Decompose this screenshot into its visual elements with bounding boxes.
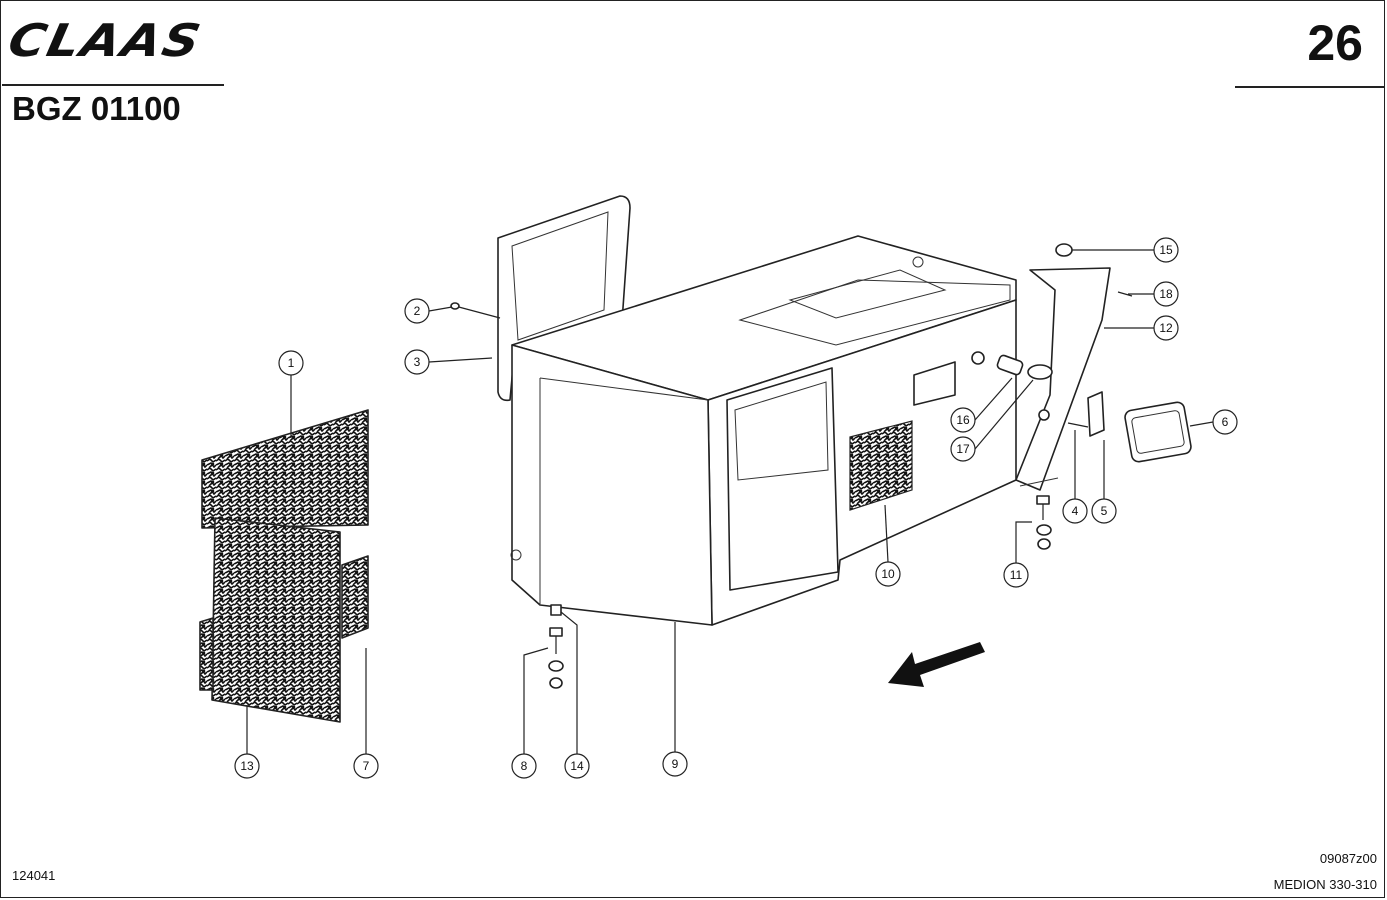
svg-text:7: 7 — [363, 759, 370, 773]
drawing-number: 124041 — [12, 868, 56, 883]
header-rule-left — [2, 84, 224, 86]
svg-text:11: 11 — [1010, 568, 1023, 582]
svg-text:17: 17 — [956, 442, 970, 456]
svg-text:15: 15 — [1159, 243, 1173, 257]
callout-9: 9 — [662, 751, 688, 777]
callout-17: 17 — [950, 436, 976, 462]
callout-16: 16 — [950, 407, 976, 433]
svg-text:1: 1 — [288, 356, 295, 370]
callout-15: 15 — [1153, 237, 1179, 263]
callout-10: 10 — [875, 561, 901, 587]
callout-3: 3 — [404, 349, 430, 375]
svg-text:5: 5 — [1101, 504, 1108, 518]
svg-text:4: 4 — [1072, 504, 1079, 518]
work-lamp — [1124, 401, 1192, 463]
document-code: BGZ 01100 — [12, 90, 181, 127]
svg-text:8: 8 — [521, 759, 528, 773]
svg-text:10: 10 — [881, 567, 895, 581]
svg-text:16: 16 — [956, 413, 970, 427]
lamp-bracket — [1087, 391, 1105, 437]
svg-text:2: 2 — [414, 304, 421, 318]
callout-14: 14 — [564, 753, 590, 779]
callout-1: 1 — [278, 350, 304, 376]
model-name: MEDION 330-310 — [1273, 877, 1377, 892]
svg-text:18: 18 — [1159, 287, 1173, 301]
page-number: 26 — [1307, 15, 1363, 71]
side-plate — [1015, 267, 1111, 491]
callout-11: 11 — [1003, 562, 1029, 588]
svg-text:13: 13 — [240, 759, 254, 773]
housing-body — [510, 235, 1017, 626]
callout-5: 5 — [1091, 498, 1117, 524]
svg-text:12: 12 — [1159, 321, 1173, 335]
callout-18: 18 — [1153, 281, 1179, 307]
svg-text:3: 3 — [414, 355, 421, 369]
callout-12: 12 — [1153, 315, 1179, 341]
callout-4: 4 — [1062, 498, 1088, 524]
lock-cylinder — [971, 351, 1053, 380]
insulation-mat-side — [341, 555, 369, 639]
callout-7: 7 — [353, 753, 379, 779]
insulation-mat-lower — [199, 517, 341, 723]
header-rule-right — [1235, 86, 1385, 88]
insulation-mat-upper — [201, 409, 369, 529]
leader-lines — [246, 249, 1214, 754]
callout-2: 2 — [404, 298, 430, 324]
svg-text:14: 14 — [570, 759, 584, 773]
svg-text:9: 9 — [672, 757, 679, 771]
fastener-screws — [450, 243, 1133, 689]
callout-8: 8 — [511, 753, 537, 779]
callout-6: 6 — [1212, 409, 1238, 435]
direction-arrow — [888, 642, 985, 687]
reference-code: 09087z00 — [1319, 851, 1377, 866]
callout-13: 13 — [234, 753, 260, 779]
svg-text:6: 6 — [1222, 415, 1229, 429]
